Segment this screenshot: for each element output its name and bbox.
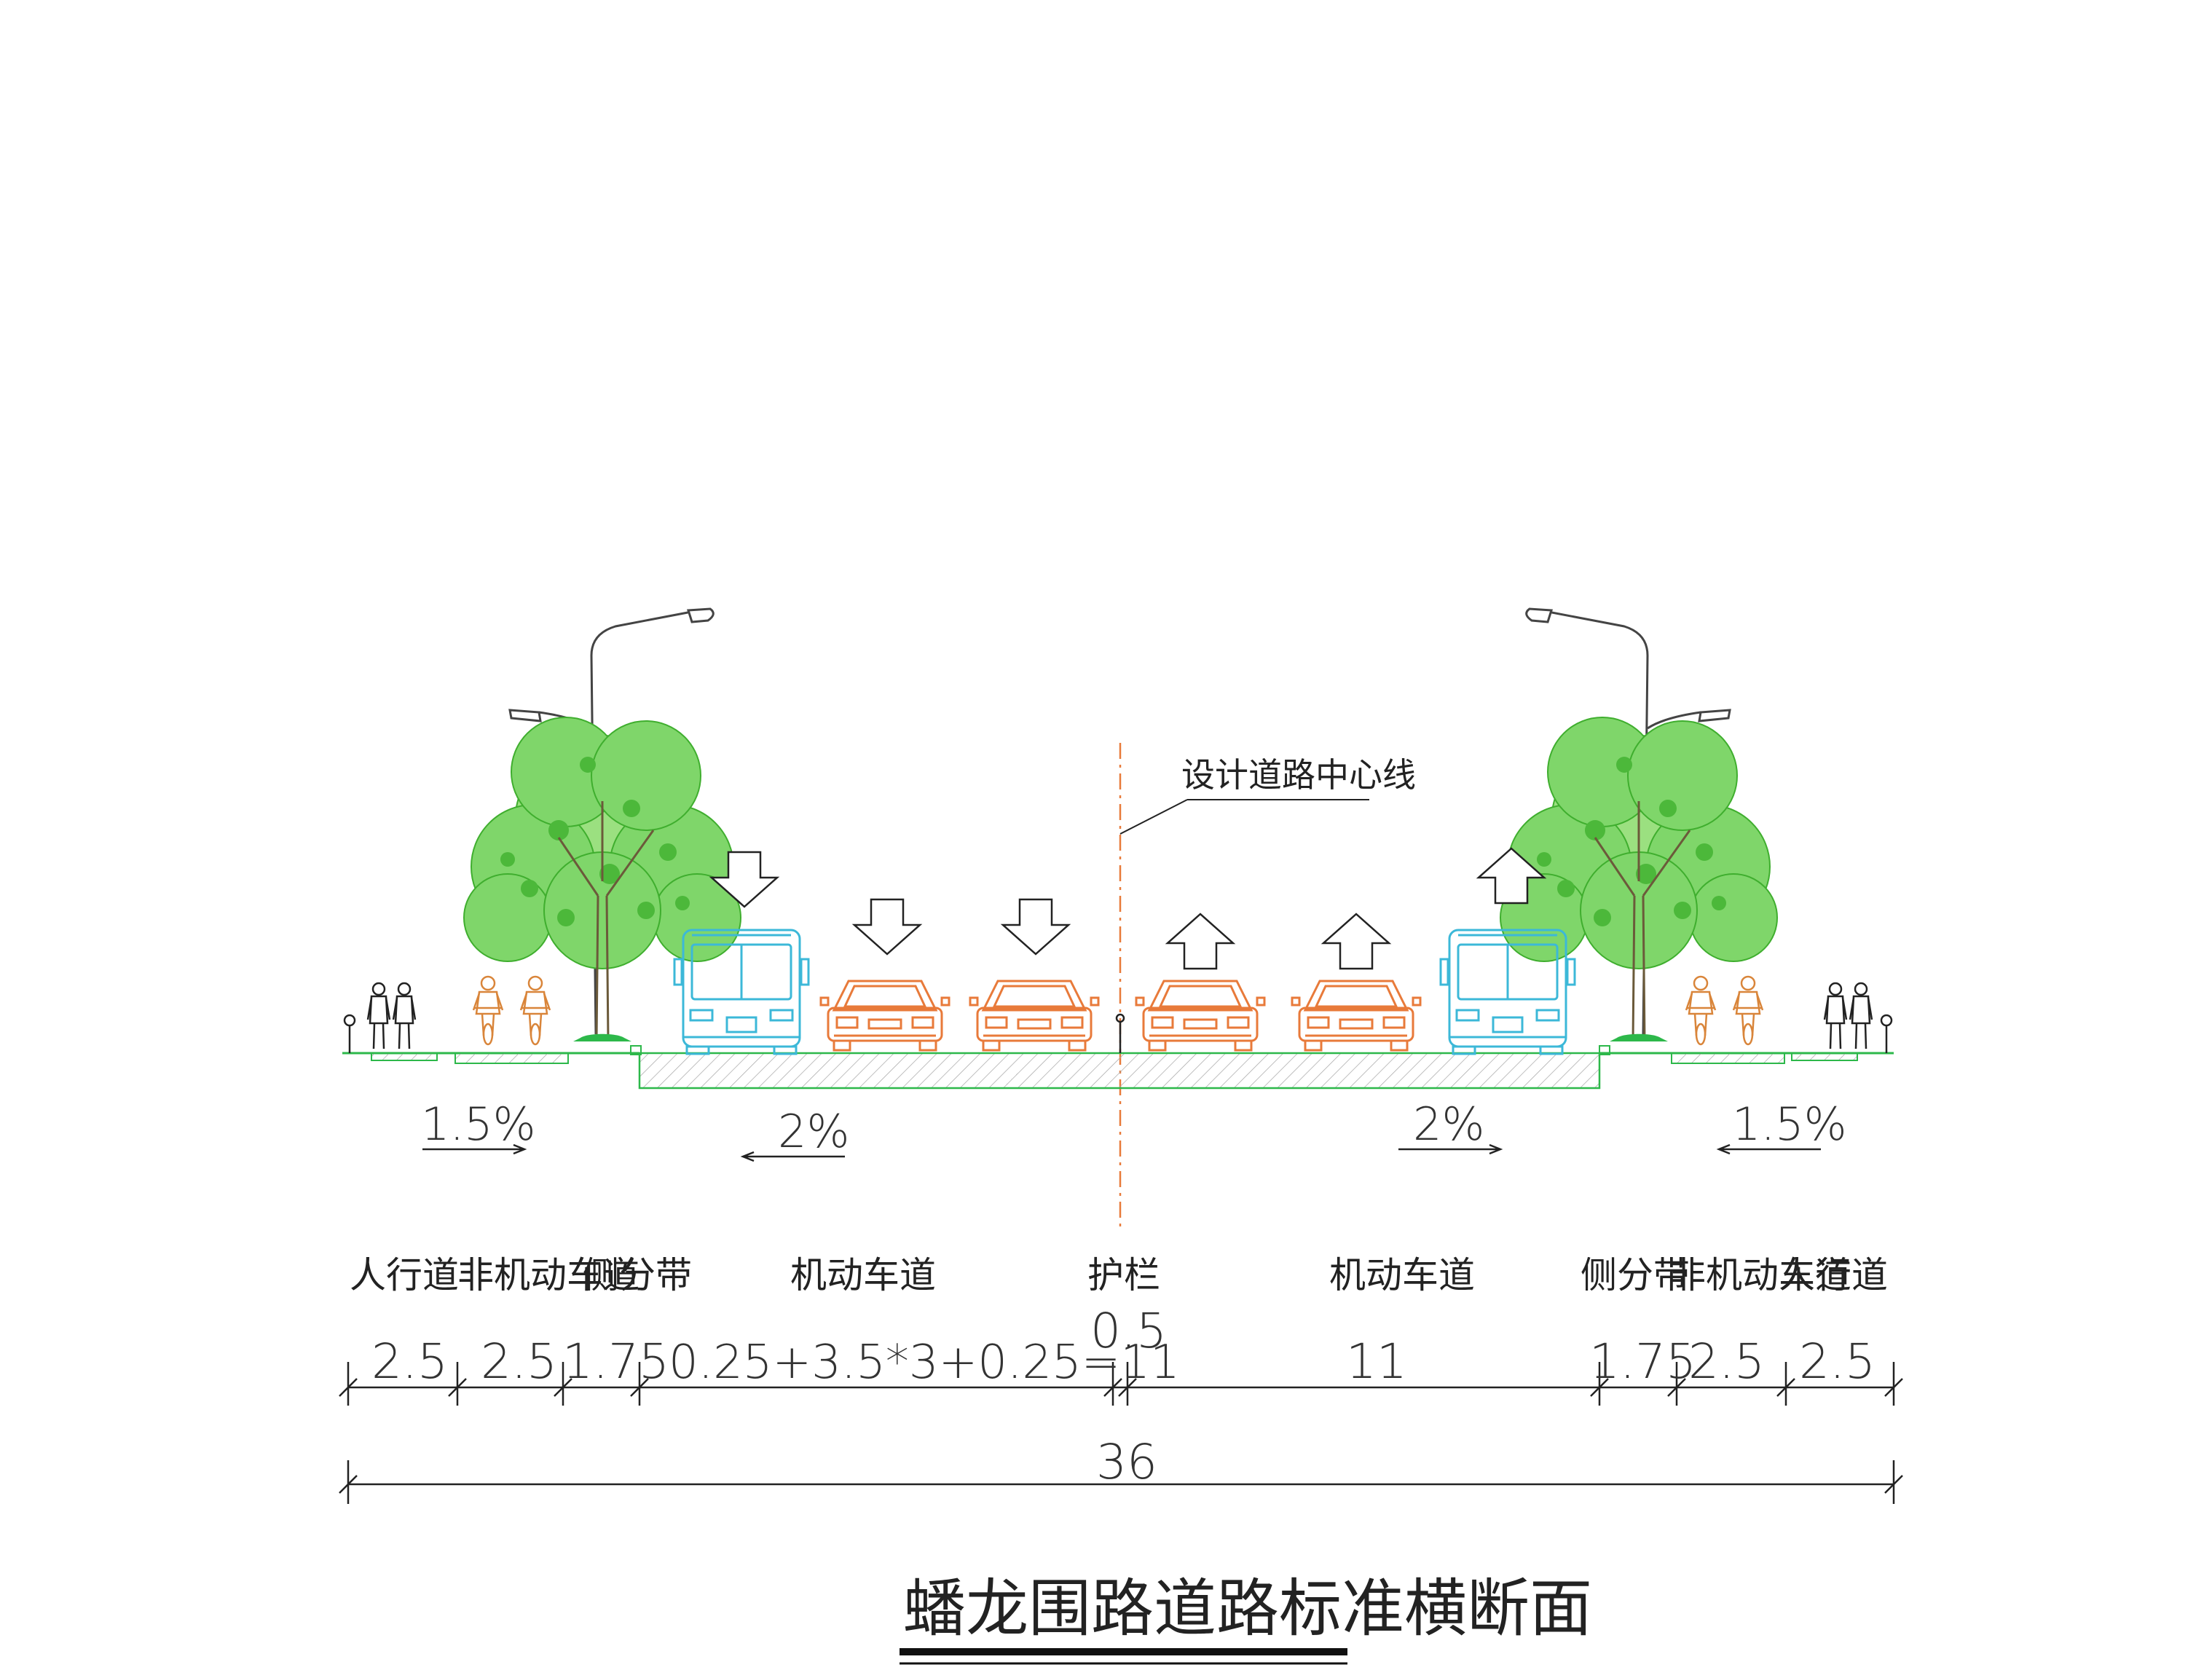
drawing-title: 蟠龙围路道路标准横断面 [903, 1572, 1592, 1645]
zone-left-lanes: 机动车道 [790, 1254, 936, 1296]
streetlight-icon [1525, 607, 1731, 1035]
arrow-icon [1322, 913, 1390, 970]
zone-right-strip: 侧分带 [1581, 1254, 1690, 1296]
car-icon [1135, 980, 1266, 1052]
centerline-leader [1119, 799, 1188, 835]
tree-icon [463, 716, 742, 1043]
slope-right-road: 2% [1413, 1098, 1484, 1151]
slope-right-side: 1.5% [1732, 1098, 1847, 1151]
slope-arrow [1716, 1143, 1821, 1155]
pedestrian-icon [1823, 982, 1848, 1050]
dim-left-bike: 2.5 [481, 1334, 557, 1390]
dimension-line-lanes [339, 1362, 1903, 1406]
dim-left-sidewalk: 2.5 [371, 1334, 448, 1390]
cyclist-icon [519, 975, 551, 1046]
arrow-icon [1166, 913, 1235, 970]
dim-left-carriageway: 0.25+3.5*3+0.25=11 [669, 1336, 1180, 1390]
slope-left-side: 1.5% [421, 1098, 536, 1151]
dim-right-bike: 2.5 [1688, 1334, 1765, 1390]
road-ground [342, 1045, 1894, 1090]
dim-left-strip: 1.75 [562, 1334, 669, 1390]
cyclist-icon [1685, 975, 1717, 1046]
slope-left-road: 2% [778, 1105, 849, 1158]
zone-right-bike: 非机动车道 [1669, 1254, 1851, 1296]
zone-right-lanes: 机动车道 [1329, 1254, 1475, 1296]
zone-left-sidewalk: 人行道 [350, 1254, 459, 1296]
cyclist-icon [472, 975, 504, 1046]
dimension-line-total [339, 1460, 1903, 1504]
slope-arrow [1398, 1143, 1503, 1155]
cyclist-icon [1732, 975, 1764, 1046]
zone-right-sidewalk: 人行道 [1779, 1254, 1888, 1296]
dim-right-sidewalk: 2.5 [1799, 1334, 1876, 1390]
dim-right-strip: 1.75 [1589, 1334, 1696, 1390]
slope-arrow [422, 1143, 527, 1155]
pedestrian-icon [1849, 982, 1873, 1050]
bollard-icon [1880, 1014, 1893, 1055]
bollard-icon [343, 1014, 356, 1055]
zone-left-strip: 侧分带 [583, 1254, 692, 1296]
dim-total: 36 [1096, 1434, 1157, 1490]
arrow-icon [853, 898, 921, 956]
slope-arrow [740, 1151, 845, 1162]
zone-left-bike: 非机动车道 [457, 1254, 639, 1296]
dim-median: 0.5 [1090, 1303, 1167, 1359]
car-icon [969, 980, 1100, 1052]
median-barrier [1115, 1013, 1125, 1053]
car-icon [819, 980, 950, 1052]
car-icon [1291, 980, 1422, 1052]
tree-icon [1499, 716, 1779, 1043]
zone-median: 护栏 [1087, 1254, 1160, 1296]
pedestrian-icon [392, 982, 417, 1050]
centerline-label: 设计道路中心线 [1181, 755, 1416, 795]
pedestrian-icon [366, 982, 391, 1050]
arrow-icon [1001, 898, 1070, 956]
dim-right-carriageway: 11 [1346, 1334, 1407, 1390]
